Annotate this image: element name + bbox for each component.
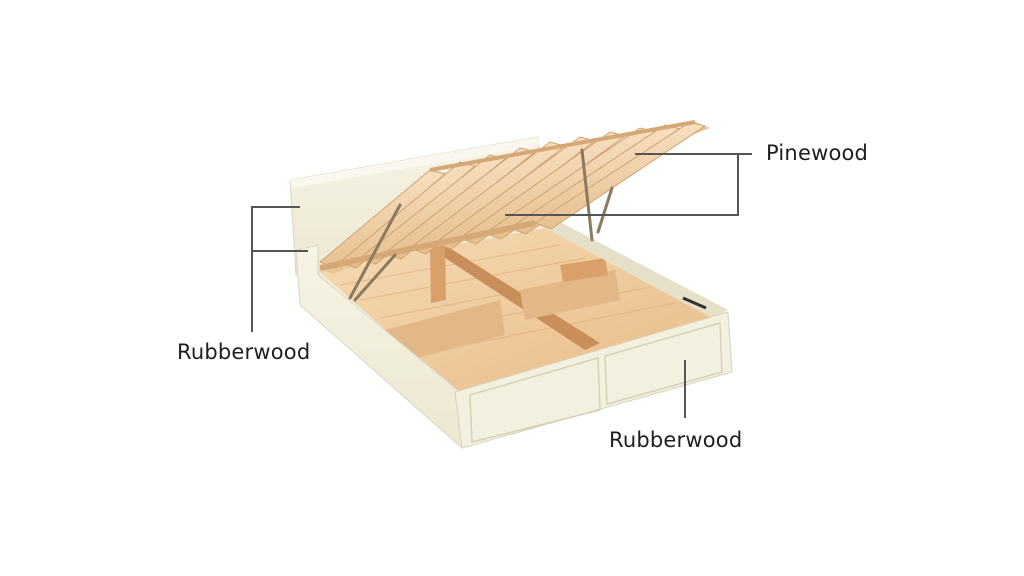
gas-lift-struts — [348, 148, 614, 302]
label-rubberwood-headboard: Rubberwood — [177, 340, 311, 364]
storage-dividers — [385, 245, 620, 365]
label-pinewood: Pinewood — [766, 141, 869, 165]
callout-leader-lines — [251, 153, 752, 418]
pinewood-leader — [505, 153, 752, 216]
footboard — [454, 311, 733, 449]
rubberwood-left-leader — [251, 206, 300, 332]
label-rubberwood-footboard: Rubberwood — [609, 428, 743, 452]
right-inner-wall — [545, 222, 728, 318]
